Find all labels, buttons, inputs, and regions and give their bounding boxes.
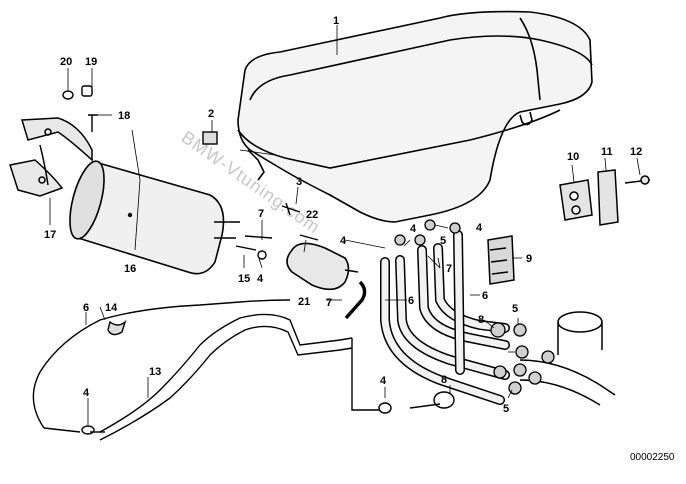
callout-7a: 7 xyxy=(258,208,264,220)
callout-15: 15 xyxy=(238,273,250,285)
part-6-hoses xyxy=(380,230,510,405)
callout-5b: 5 xyxy=(440,235,446,247)
callout-11: 11 xyxy=(601,146,613,158)
callout-6b: 6 xyxy=(408,295,414,307)
callout-22: 22 xyxy=(306,209,318,221)
part-13-long-hose xyxy=(32,299,380,441)
part-17-bracket xyxy=(9,117,93,197)
part-9-grommet xyxy=(487,235,515,285)
callout-6a: 6 xyxy=(83,302,89,314)
callout-3: 3 xyxy=(296,176,302,188)
callout-7b: 7 xyxy=(326,297,332,309)
callout-13: 13 xyxy=(149,366,161,378)
callout-20: 20 xyxy=(60,56,72,68)
callout-2: 2 xyxy=(208,108,214,120)
callout-21: 21 xyxy=(298,296,310,308)
callout-4a: 4 xyxy=(340,235,347,247)
callout-5a: 5 xyxy=(512,303,518,315)
part-21-filter xyxy=(286,242,359,291)
callout-18: 18 xyxy=(118,110,130,122)
callout-9: 9 xyxy=(526,253,532,265)
parts-10-12-clips xyxy=(559,169,651,226)
callout-6c: 6 xyxy=(482,290,488,302)
small-fittings xyxy=(81,131,455,435)
callout-10: 10 xyxy=(567,151,579,163)
part-16-canister xyxy=(69,160,240,275)
callout-1: 1 xyxy=(333,15,339,27)
part-1-tank xyxy=(237,10,593,223)
callout-5c: 5 xyxy=(503,403,509,415)
callout-8a: 8 xyxy=(478,314,484,326)
callout-4d: 4 xyxy=(257,273,264,285)
intake-pipe xyxy=(519,311,616,406)
callout-12: 12 xyxy=(630,146,642,158)
diagram-code: 00002250 xyxy=(630,452,675,463)
callouts: 1 2 3 4 4 4 4 4 4 5 5 5 6 6 6 7 7 7 8 8 … xyxy=(44,15,642,415)
callout-4b: 4 xyxy=(410,223,417,235)
fittings-5-8 xyxy=(394,219,555,395)
callout-16: 16 xyxy=(124,263,136,275)
callout-4f: 4 xyxy=(380,375,387,387)
callout-4c: 4 xyxy=(476,222,483,234)
callout-8b: 8 xyxy=(441,374,447,386)
callout-7c: 7 xyxy=(446,263,452,275)
callout-19: 19 xyxy=(85,56,97,68)
callout-17: 17 xyxy=(44,229,56,241)
leader-lines xyxy=(49,25,641,425)
callout-14: 14 xyxy=(105,302,118,314)
callout-4e: 4 xyxy=(83,387,90,399)
